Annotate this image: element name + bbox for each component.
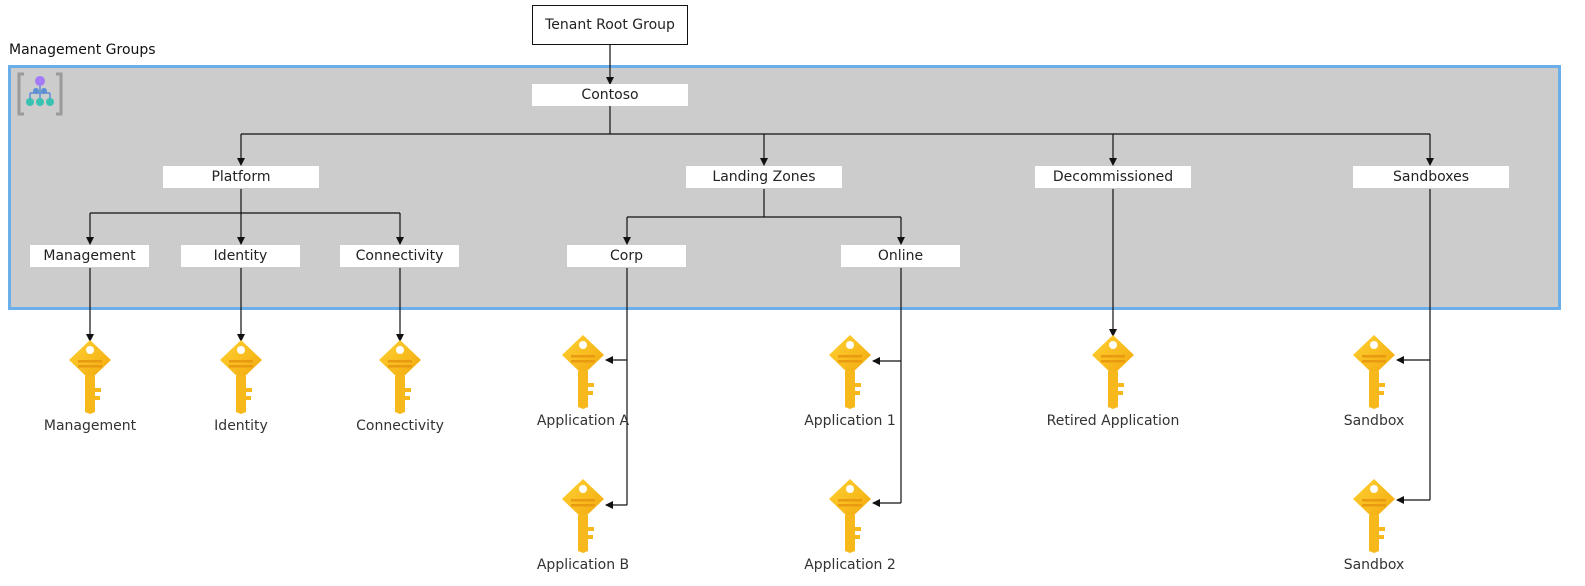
decommissioned-node: Decommissioned — [1035, 166, 1191, 188]
sandboxes-node: Sandboxes — [1353, 166, 1509, 188]
management-group-icon — [17, 72, 63, 116]
identity-node: Identity — [181, 245, 300, 267]
subscription-key-icon — [560, 477, 606, 553]
subscription-label: Retired Application — [1046, 413, 1180, 429]
online-node: Online — [841, 245, 960, 267]
subscription-key-icon — [67, 338, 113, 414]
subscription-key-icon — [560, 333, 606, 409]
landing-zones-node: Landing Zones — [686, 166, 842, 188]
subscription-key-icon — [827, 477, 873, 553]
subscription-key-icon — [218, 338, 264, 414]
subscription-label: Identity — [214, 418, 268, 434]
subscription-label: Sandbox — [1343, 557, 1405, 573]
platform-node: Platform — [163, 166, 319, 188]
management-node: Management — [30, 245, 149, 267]
subscription-label: Management — [43, 418, 137, 434]
subscription-label: Application A — [536, 413, 630, 429]
management-groups-title: Management Groups — [9, 42, 156, 58]
connectivity-node: Connectivity — [340, 245, 459, 267]
subscription-label: Application 1 — [804, 413, 896, 429]
tenant-root-group-node: Tenant Root Group — [532, 5, 688, 45]
subscription-key-icon — [377, 338, 423, 414]
subscription-key-icon — [1351, 333, 1397, 409]
subscription-key-icon — [1351, 477, 1397, 553]
subscription-label: Application 2 — [804, 557, 896, 573]
subscription-label: Connectivity — [356, 418, 444, 434]
subscription-key-icon — [827, 333, 873, 409]
subscription-label: Sandbox — [1343, 413, 1405, 429]
contoso-node: Contoso — [532, 84, 688, 106]
corp-node: Corp — [567, 245, 686, 267]
subscription-key-icon — [1090, 333, 1136, 409]
subscription-label: Application B — [536, 557, 630, 573]
